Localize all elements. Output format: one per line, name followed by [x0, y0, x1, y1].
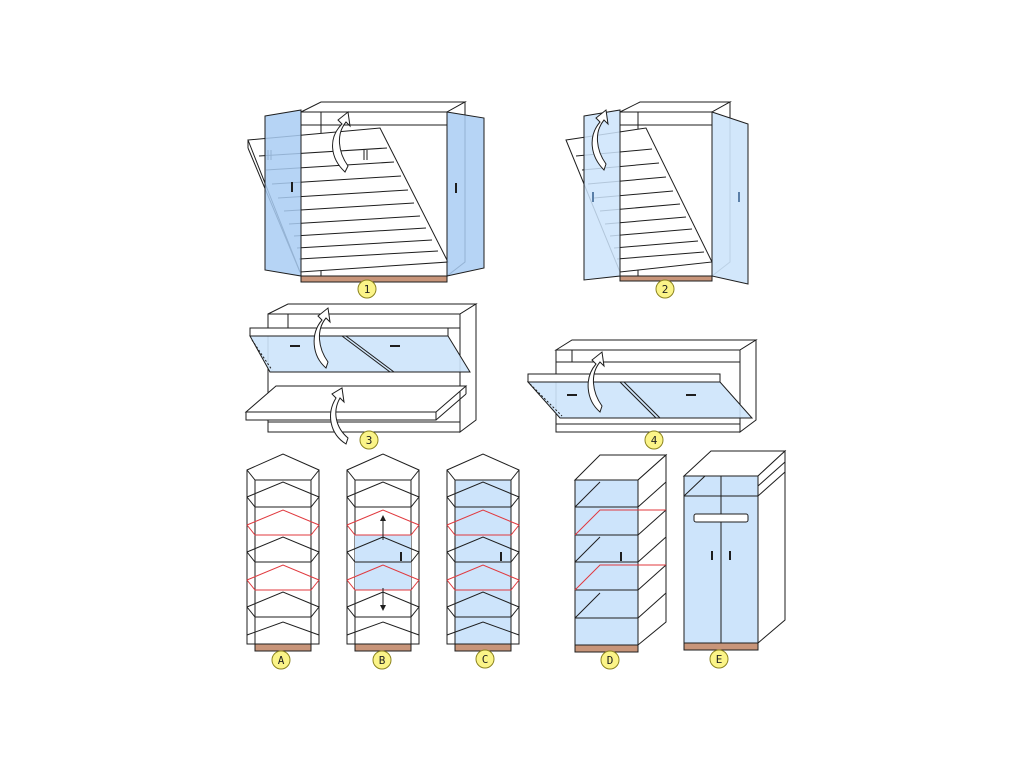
folding-panel [526, 381, 754, 419]
plinth [300, 275, 448, 283]
variant-d-shelf-unit [573, 453, 668, 653]
rotate-arrow-icon [332, 111, 351, 173]
right-door [711, 111, 749, 285]
right-door [446, 111, 485, 277]
variant-e-wardrobe [682, 449, 787, 651]
svg-text:E: E [716, 653, 723, 666]
variant-badge-e: E [709, 649, 729, 669]
step-badge-2: 2 [655, 279, 675, 299]
variant-c-corner-shelf-glass [446, 453, 520, 652]
plinth [254, 643, 312, 652]
plinth [574, 644, 639, 653]
svg-text:1: 1 [364, 283, 371, 296]
step-badge-4: 4 [644, 430, 664, 450]
rotate-arrow-icon [313, 307, 331, 369]
variant-badge-b: B [372, 650, 392, 670]
rotate-arrow-icon [591, 109, 609, 171]
svg-text:C: C [482, 653, 489, 666]
rotate-arrow-icon [330, 387, 349, 445]
upper-folding-panel [249, 335, 471, 373]
left-door [264, 109, 302, 277]
panel-1-vertical-bed-doors-open [247, 101, 485, 283]
panel-2-vertical-bed [565, 101, 749, 285]
svg-text:A: A [278, 654, 285, 667]
rotate-arrow-icon [587, 351, 605, 413]
svg-text:D: D [607, 654, 614, 667]
hanging-rail [693, 513, 749, 523]
variant-a-corner-shelf-open [246, 453, 320, 652]
variant-badge-c: C [475, 649, 495, 669]
variant-badge-d: D [600, 650, 620, 670]
panel-3-horizontal-bed-folding [244, 303, 478, 445]
plinth [683, 642, 759, 651]
variant-b-corner-shelf-door [346, 453, 420, 652]
step-badge-3: 3 [359, 430, 379, 450]
step-badge-1: 1 [357, 279, 377, 299]
svg-text:B: B [379, 654, 386, 667]
left-door [583, 109, 621, 281]
variant-badge-a: A [271, 650, 291, 670]
svg-text:3: 3 [366, 434, 373, 447]
panel-4-horizontal-bed [526, 339, 758, 433]
svg-text:2: 2 [662, 283, 669, 296]
svg-text:4: 4 [651, 434, 658, 447]
plinth [354, 643, 412, 652]
